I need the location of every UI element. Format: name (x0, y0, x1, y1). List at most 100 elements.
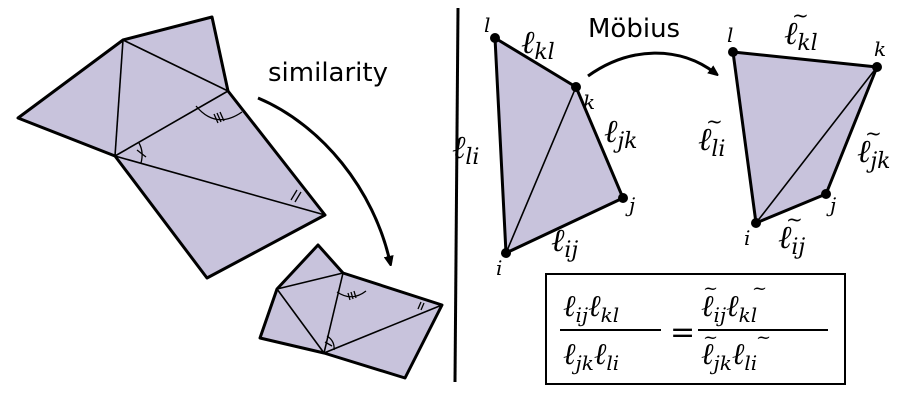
transformed-quad-outline (731, 50, 879, 225)
tilde: ~ (752, 278, 767, 299)
angle-arc-large (195, 105, 243, 121)
rhs-numerator: ℓijℓkl (701, 289, 757, 327)
large-mesh (16, 15, 327, 280)
angle-tick (353, 290, 357, 299)
large-mesh-edge (114, 155, 326, 216)
equals-sign: = (670, 315, 695, 350)
edge-subscript: jk (865, 149, 890, 174)
panel-divider (453, 7, 460, 383)
vertex-k-transformed (872, 62, 882, 72)
large-mesh-edge (114, 39, 124, 157)
mobius-label: Möbius (588, 14, 680, 44)
small-mesh (258, 243, 444, 380)
edge-label-ij-transformed: ℓij (778, 218, 805, 260)
tilde: ~ (703, 327, 718, 348)
edge-symbol: ℓ (452, 128, 466, 166)
edge-symbol: ℓ (857, 132, 871, 170)
edge-symbol: ℓ (701, 289, 714, 324)
side-tick (290, 189, 298, 201)
edge-symbol: ℓ (732, 337, 745, 372)
vertex-l (490, 33, 500, 43)
transformed-quad-diagonal (755, 66, 878, 224)
edge-subscript: kl (797, 31, 817, 56)
edge-symbol: ℓ (784, 14, 798, 52)
edge-label-ij: ℓij (551, 221, 578, 263)
tilde-kl: ~ (792, 3, 809, 27)
small-mesh-edge (323, 304, 443, 354)
tilde-jk: ~ (865, 121, 882, 145)
edge-subscript: ij (791, 235, 805, 260)
edge-symbol: ℓ (726, 289, 739, 324)
subscript: jk (572, 351, 594, 375)
angle-arc-small-mesh-2 (326, 335, 335, 351)
vertex-label-k-transformed: k (874, 37, 886, 61)
cross-ratio-equation: ℓijℓkl ℓjkℓli = ℓijℓkl ~ ~ ℓjkℓli ~ ~ (545, 273, 846, 385)
original-quad-diagonal (505, 86, 577, 254)
vertex-i (501, 248, 511, 258)
angle-tick (216, 112, 222, 123)
vertex-label-k: k (583, 90, 595, 114)
subscript: jk (710, 351, 732, 375)
original-quad (490, 33, 628, 258)
edge-symbol: ℓ (604, 112, 618, 150)
vertex-label-j-transformed: j (826, 193, 836, 217)
edge-label-kl-transformed: ℓkl (784, 14, 818, 56)
side-tick (420, 302, 425, 311)
similarity-label: similarity (268, 58, 388, 88)
edge-symbol: ℓ (563, 289, 576, 324)
tilde-ij: ~ (786, 207, 803, 231)
angle-tick (324, 341, 333, 347)
vertex-j (618, 193, 628, 203)
edge-label-li: ℓli (452, 128, 479, 170)
edge-label-jk-transformed: ℓjk (857, 132, 890, 174)
angle-tick (136, 149, 147, 158)
vertex-l-transformed (728, 47, 738, 57)
edge-subscript: ij (564, 238, 578, 263)
small-mesh-outline (258, 243, 444, 380)
edge-subscript: li (711, 137, 725, 162)
similarity-arrow (257, 96, 390, 262)
edge-label-kl: ℓkl (521, 23, 555, 65)
tilde-li: ~ (706, 109, 723, 133)
edge-symbol: ℓ (698, 120, 712, 158)
edge-symbol: ℓ (563, 337, 576, 372)
vertex-k (571, 82, 581, 92)
small-mesh-edge (276, 272, 344, 290)
edge-symbol: ℓ (701, 337, 714, 372)
large-mesh-edge (114, 90, 229, 157)
lhs-denominator: ℓjkℓli (563, 337, 619, 375)
subscript: li (606, 351, 619, 375)
small-mesh-edge (276, 288, 325, 354)
vertex-i-transformed (751, 218, 761, 228)
edge-symbol: ℓ (778, 218, 792, 256)
edge-symbol: ℓ (594, 337, 607, 372)
tilde: ~ (756, 327, 771, 348)
mobius-arrow (587, 51, 715, 78)
subscript: kl (601, 303, 620, 327)
subscript: ij (576, 303, 589, 327)
edge-label-li-transformed: ℓli (698, 120, 725, 162)
angle-arc-small (138, 142, 143, 164)
edge-symbol: ℓ (521, 23, 535, 61)
large-mesh-edge (122, 39, 229, 92)
edge-subscript: kl (534, 40, 554, 65)
vertex-j-transformed (821, 189, 831, 199)
edge-label-jk: ℓjk (604, 112, 637, 154)
angle-tick (219, 111, 225, 122)
vertex-label-i: i (496, 256, 502, 280)
angle-tick (213, 113, 219, 124)
subscript: ij (714, 303, 727, 327)
edge-symbol: ℓ (551, 221, 565, 259)
side-tick (417, 301, 422, 310)
lhs-numerator: ℓijℓkl (563, 289, 619, 327)
large-mesh-outline (16, 15, 327, 280)
vertex-label-j: j (625, 193, 635, 217)
subscript: kl (739, 303, 758, 327)
tilde: ~ (703, 278, 718, 299)
subscript: li (744, 351, 757, 375)
small-mesh-edge (323, 272, 344, 354)
transformed-quad (728, 47, 882, 228)
edge-subscript: li (465, 145, 479, 170)
vertex-label-i-transformed: i (744, 226, 750, 250)
